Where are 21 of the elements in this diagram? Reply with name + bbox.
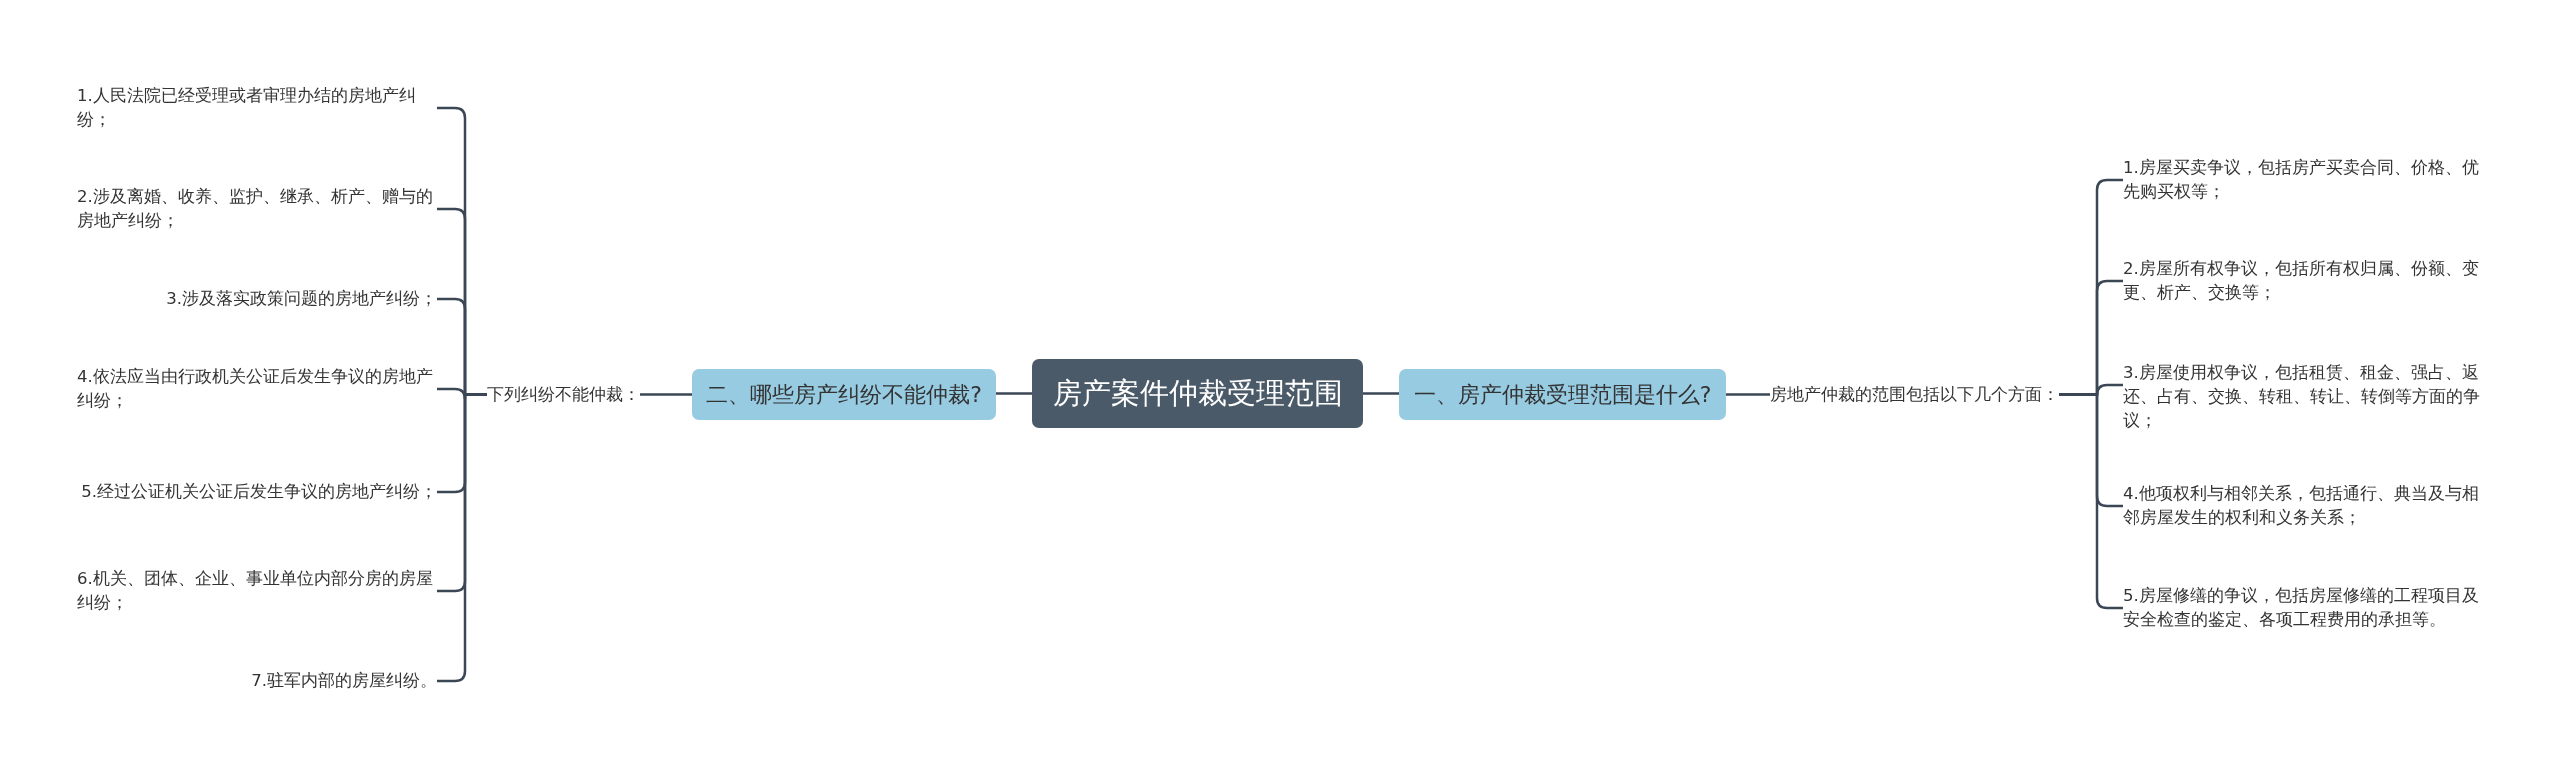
connector-line — [996, 392, 1032, 395]
leaf-text: 4.依法应当由行政机关公证后发生争议的房地产纠纷； — [77, 365, 437, 413]
connector-line — [640, 393, 692, 396]
leaf-text: 1.人民法院已经受理或者审理办结的房地产纠纷； — [77, 84, 437, 132]
leaf-text: 4.他项权利与相邻关系，包括通行、典当及与相邻房屋发生的权利和义务关系； — [2123, 482, 2483, 530]
connector-line — [1726, 393, 1770, 396]
leaf-text: 7.驻军内部的房屋纠纷。 — [251, 669, 437, 693]
leaf-text: 5.房屋修缮的争议，包括房屋修缮的工程项目及安全检查的鉴定、各项工程费用的承担等。 — [2123, 584, 2483, 632]
leaf-text: 1.房屋买卖争议，包括房产买卖合同、价格、优先购买权等； — [2123, 156, 2483, 204]
leaf-text: 5.经过公证机关公证后发生争议的房地产纠纷； — [81, 480, 437, 504]
branch-text: 下列纠纷不能仲裁： — [487, 382, 640, 406]
branch-box: 二、哪些房产纠纷不能仲裁? — [692, 369, 996, 420]
topic-box: 房产案件仲裁受理范围 — [1032, 359, 1363, 428]
leaf-text: 3.涉及落实政策问题的房地产纠纷； — [166, 287, 437, 311]
leaf-text: 2.房屋所有权争议，包括所有权归属、份额、变更、析产、交换等； — [2123, 257, 2483, 305]
branch-box: 一、房产仲裁受理范围是什么? — [1399, 369, 1726, 420]
connector-line — [1363, 392, 1399, 395]
leaf-text: 2.涉及离婚、收养、监护、继承、析产、赠与的房地产纠纷； — [77, 185, 437, 233]
leaf-text: 3.房屋使用权争议，包括租赁、租金、强占、返还、占有、交换、转租、转让、转倒等方面的争议； — [2123, 361, 2483, 433]
leaf-text: 6.机关、团体、企业、事业单位内部分房的房屋纠纷； — [77, 567, 437, 615]
branch-text: 房地产仲裁的范围包括以下几个方面： — [1770, 382, 2059, 406]
